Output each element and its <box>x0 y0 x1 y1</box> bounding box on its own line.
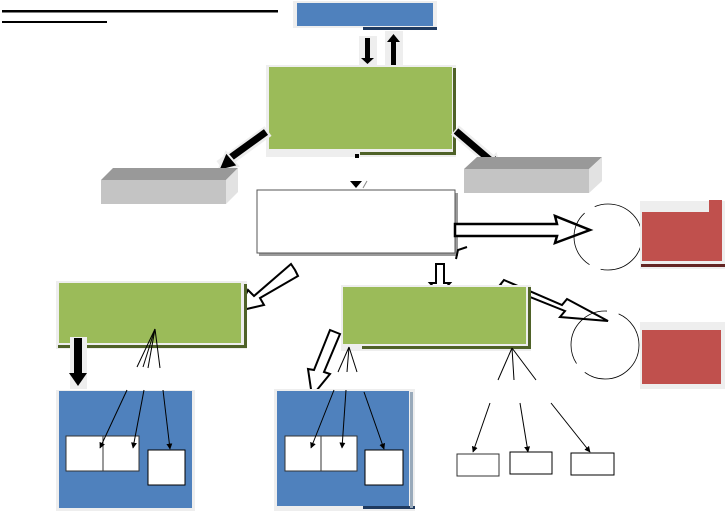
bottom-right-arrow-1 <box>471 402 491 453</box>
bottom-right-box-1[interactable] <box>456 453 500 477</box>
left-green-box[interactable] <box>56 281 247 349</box>
upper-red-box[interactable] <box>640 200 725 269</box>
up-arrow-head <box>387 34 400 42</box>
middle-panel-arrow-3 <box>363 391 386 450</box>
arrow-to-upper-circle <box>453 213 594 246</box>
left-blue-panel[interactable] <box>56 389 195 511</box>
arrow-to-left-blue-panel <box>69 337 87 389</box>
header-rule-short <box>2 21 107 23</box>
top-blue-box[interactable] <box>293 1 437 30</box>
down-arrow-head <box>361 58 374 64</box>
left-panel-box-1[interactable] <box>65 435 104 472</box>
left-panel-arrow-1 <box>99 389 128 449</box>
bottom-right-arrow-3 <box>550 402 591 453</box>
middle-panel-box-3[interactable] <box>364 449 404 486</box>
left-panel-box-2[interactable] <box>102 435 140 472</box>
middle-panel-box-1[interactable] <box>284 435 322 472</box>
right-green-box[interactable] <box>341 285 531 351</box>
lower-red-box[interactable] <box>640 322 725 389</box>
down-arrow-shaft <box>365 38 370 59</box>
header-rule-long <box>2 10 278 13</box>
middle-blue-panel[interactable] <box>274 389 415 511</box>
bidirectional-arrows <box>359 31 403 66</box>
left-green-fan-lines <box>136 328 161 369</box>
middle-panel-box-2[interactable] <box>320 435 358 472</box>
arrow-to-left-gray <box>216 126 272 173</box>
left-panel-arrow-3 <box>162 389 173 450</box>
middle-white-box[interactable] <box>256 189 458 256</box>
right-green-fan-lines-left <box>337 346 358 373</box>
left-panel-arrow-2 <box>131 389 145 449</box>
bottom-right-box-3[interactable] <box>570 452 615 476</box>
left-panel-box-3[interactable] <box>147 449 186 486</box>
up-arrow-shaft <box>391 41 396 65</box>
bottom-right-box-2[interactable] <box>509 451 553 475</box>
middle-panel-arrow-2 <box>339 389 347 449</box>
arrow-to-middle-blue-panel <box>306 328 342 399</box>
lower-circle[interactable] <box>570 310 640 380</box>
right-green-fan-lines-right <box>497 347 537 381</box>
left-gray-block[interactable] <box>101 168 238 204</box>
white-box-hook <box>455 246 468 260</box>
center-down-connector <box>350 154 368 189</box>
upper-circle[interactable] <box>573 203 643 271</box>
bottom-right-arrow-2 <box>519 402 531 453</box>
center-green-box[interactable] <box>266 65 456 157</box>
header-rules <box>2 10 278 23</box>
bottom-right-group[interactable] <box>456 402 615 477</box>
middle-panel-arrow-1 <box>310 389 335 449</box>
right-gray-block[interactable] <box>464 157 602 193</box>
